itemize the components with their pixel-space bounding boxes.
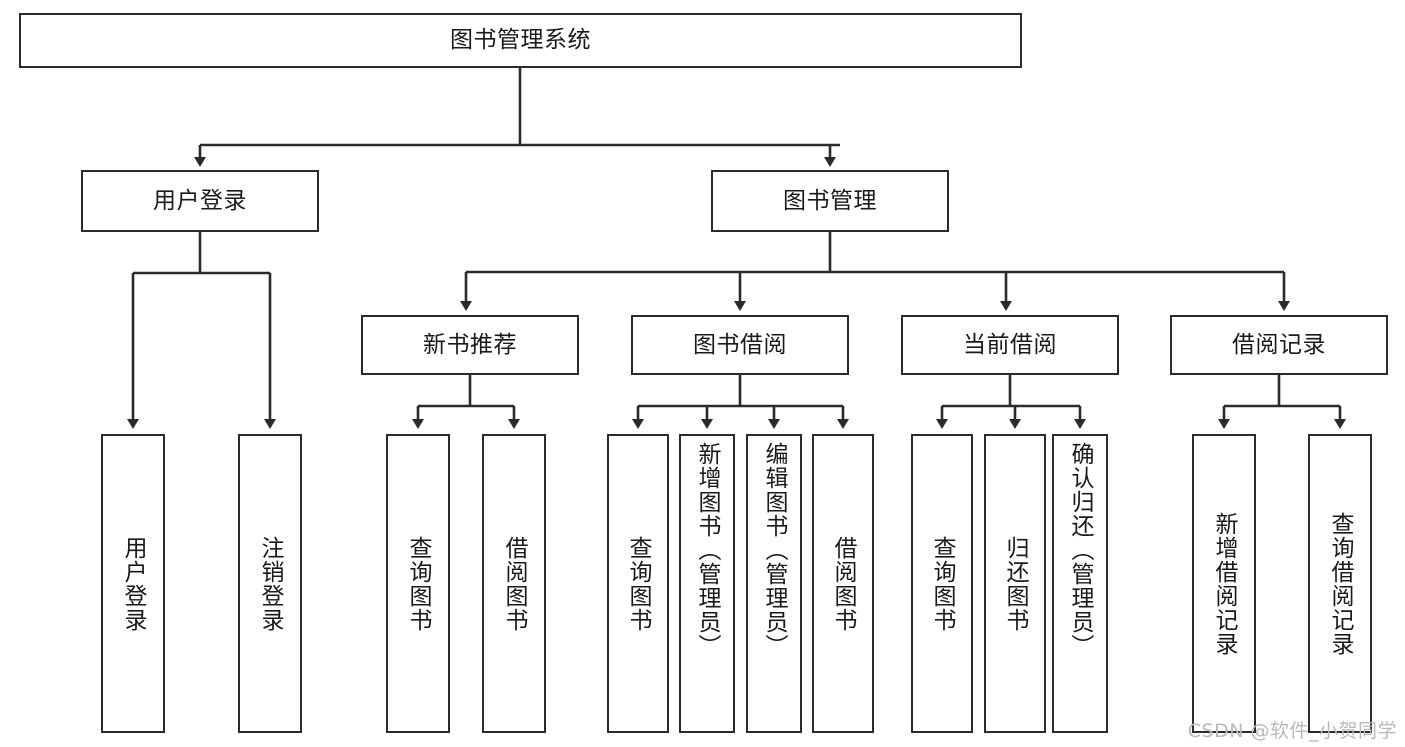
node-book-borrow-label: 图书借阅 <box>693 331 787 358</box>
leaf-query-book-1-label: 查询图书 <box>405 535 432 632</box>
leaf-query-book-2-label: 查询图书 <box>625 535 652 632</box>
leaf-return-book[interactable]: 归还图书 <box>984 434 1046 733</box>
leaf-query-book-3[interactable]: 查询图书 <box>911 434 973 733</box>
leaf-borrow-book-1-label: 借阅图书 <box>501 535 528 632</box>
node-book-manage[interactable]: 图书管理 <box>711 170 949 232</box>
leaf-add-borrow-record[interactable]: 新增借阅记录 <box>1192 434 1256 733</box>
leaf-add-book-label: 新增图书（管理员） <box>694 442 721 658</box>
leaf-borrow-book-2-label: 借阅图书 <box>830 535 857 632</box>
leaf-query-borrow-record[interactable]: 查询借阅记录 <box>1308 434 1372 733</box>
node-current-borrow-label: 当前借阅 <box>963 331 1057 358</box>
node-borrow-record[interactable]: 借阅记录 <box>1170 315 1388 375</box>
csdn-watermark: CSDN @软件_小贺同学 <box>1187 720 1397 742</box>
leaf-confirm-return-label: 确认归还（管理员） <box>1067 442 1094 658</box>
leaf-user-login-label: 用户登录 <box>120 535 147 632</box>
leaf-query-book-2[interactable]: 查询图书 <box>607 434 669 733</box>
node-borrow-record-label: 借阅记录 <box>1232 331 1326 358</box>
node-book-manage-label: 图书管理 <box>783 187 877 214</box>
leaf-add-borrow-record-label: 新增借阅记录 <box>1211 511 1238 656</box>
leaf-borrow-book-1[interactable]: 借阅图书 <box>482 434 546 733</box>
leaf-query-book-1[interactable]: 查询图书 <box>386 434 450 733</box>
leaf-edit-book-label: 编辑图书（管理员） <box>761 442 788 658</box>
node-root[interactable]: 图书管理系统 <box>19 13 1022 68</box>
leaf-logout-label: 注销登录 <box>257 535 284 632</box>
node-user-login[interactable]: 用户登录 <box>81 170 319 232</box>
leaf-borrow-book-2[interactable]: 借阅图书 <box>812 434 874 733</box>
leaf-return-book-label: 归还图书 <box>1002 535 1029 632</box>
leaf-user-login[interactable]: 用户登录 <box>101 434 165 733</box>
leaf-query-borrow-record-label: 查询借阅记录 <box>1327 511 1354 656</box>
node-new-book-recommend-label: 新书推荐 <box>423 331 517 358</box>
node-root-label: 图书管理系统 <box>450 27 591 54</box>
leaf-query-book-3-label: 查询图书 <box>929 535 956 632</box>
node-user-login-label: 用户登录 <box>153 187 247 214</box>
node-current-borrow[interactable]: 当前借阅 <box>901 315 1119 375</box>
leaf-edit-book[interactable]: 编辑图书（管理员） <box>746 434 802 733</box>
leaf-logout[interactable]: 注销登录 <box>238 434 302 733</box>
leaf-add-book[interactable]: 新增图书（管理员） <box>679 434 735 733</box>
node-book-borrow[interactable]: 图书借阅 <box>631 315 849 375</box>
leaf-confirm-return[interactable]: 确认归还（管理员） <box>1052 434 1108 733</box>
node-new-book-recommend[interactable]: 新书推荐 <box>361 315 579 375</box>
